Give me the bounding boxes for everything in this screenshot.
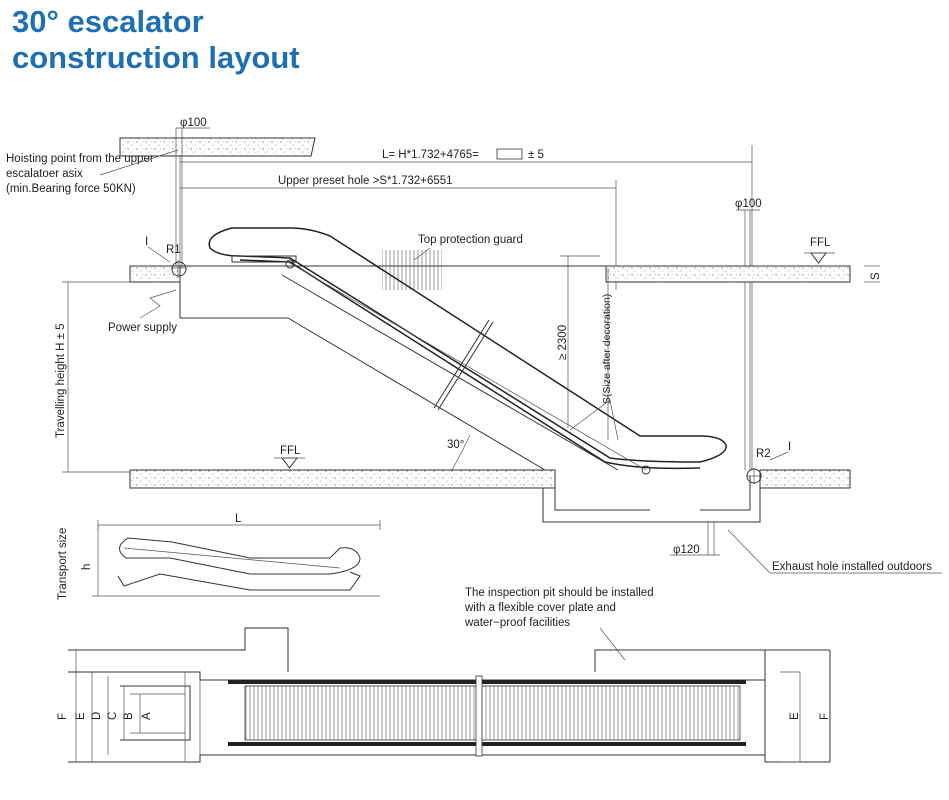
top-guard-label: Top protection guard [418,234,523,246]
phi100-right-label: φ100 [735,198,762,210]
r2-marker: R2 I [746,441,791,484]
title-line-2: construction layout [12,40,300,75]
marker-i-right: I [788,441,791,453]
dim-d: D [91,712,103,720]
phi120-callout: φ120 [670,522,720,556]
page-title: 30° escalator construction layout [12,4,300,76]
exhaust-callout: Exhaust hole installed outdoors [727,529,942,574]
transport-h-label: h [81,564,93,570]
power-supply-label: Power supply [108,322,177,334]
hoisting-line-1: Hoisting point from the upper [6,153,154,165]
ffl-bottom-label: FFL [280,445,301,457]
dim-f-right: F [819,713,831,720]
top-guard-callout: Top protection guard [413,234,523,261]
dim-a: A [141,712,153,720]
dim-c: C [107,712,119,720]
length-formula: L= H*1.732+4765= [382,149,479,161]
inspection-line-3: water−proof facilities [464,617,570,629]
steps-area [244,685,741,741]
hoisting-line-3: (min.Bearing force 50KN) [6,183,136,195]
dim-f-left: F [57,713,69,720]
plan-dimension-labels: F E D C B A E F [57,712,831,720]
angle-marker: 30° [447,434,471,471]
r1-label: R1 [166,244,181,256]
length-dimension: L= H*1.732+4765= ± 5 [179,145,753,470]
ffl-top-label: FFL [810,237,831,249]
inspection-note: The inspection pit should be installed w… [464,587,654,661]
exhaust-label: Exhaust hole installed outdoors [772,561,932,573]
marker-i-left: I [145,236,148,248]
r1-marker: R1 I [145,236,187,278]
upper-floor [129,250,851,290]
length-tolerance: ± 5 [528,149,544,161]
ffl-top-marker: FFL [804,237,835,264]
balustrade-top [228,680,746,684]
plan-view [68,627,831,763]
escalator-truss [179,274,761,523]
handrail [208,227,727,475]
hoisting-line-2: escalatoer asix [6,168,83,180]
upper-preset-label: Upper preset hole >S*1.732+6551 [278,175,453,187]
split-line [475,675,483,757]
inspection-line-2: with a flexible cover plate and [464,602,616,614]
headroom-label: ≥ 2300 [557,325,569,360]
dim-e-right: E [789,712,801,720]
headroom-dimension: ≥ 2300 S(Size after decoration) [557,255,619,441]
transport-size-view: L h Transport size [57,513,381,600]
top-guard-hatch [382,250,442,290]
angle-label: 30° [447,439,464,451]
lower-floor [129,469,851,489]
handrail-cut-marks [433,319,494,411]
r2-label: R2 [756,448,771,460]
title-line-1: 30° escalator [12,4,204,39]
dim-e-left: E [75,712,87,720]
upper-preset-dimension: Upper preset hole >S*1.732+6551 [180,175,617,290]
phi100-top-label: φ100 [180,117,207,129]
slab-thickness-s: S [864,265,882,283]
phi100-top-callout: φ100 [175,117,210,268]
length-value-box [496,148,523,160]
dim-b: B [123,712,135,720]
travel-height-dimension: Travelling height H ± 5 [55,281,130,473]
power-supply-callout: Power supply [108,289,177,334]
upper-left-slab [119,137,316,157]
transport-l-label: L [235,513,242,525]
balustrade-bottom [228,742,746,746]
travel-height-label: Travelling height H ± 5 [55,323,67,438]
phi120-label: φ120 [673,544,700,556]
s-label: S [870,272,882,280]
inspection-line-1: The inspection pit should be installed [465,587,654,599]
size-after-label: S(Size after decoration) [601,294,613,404]
phi100-right-callout: φ100 [735,198,762,470]
ffl-bottom-marker: FFL [274,445,305,469]
transport-size-label: Transport size [57,528,69,600]
hoisting-note: Hoisting point from the upper escalatoer… [6,149,179,195]
